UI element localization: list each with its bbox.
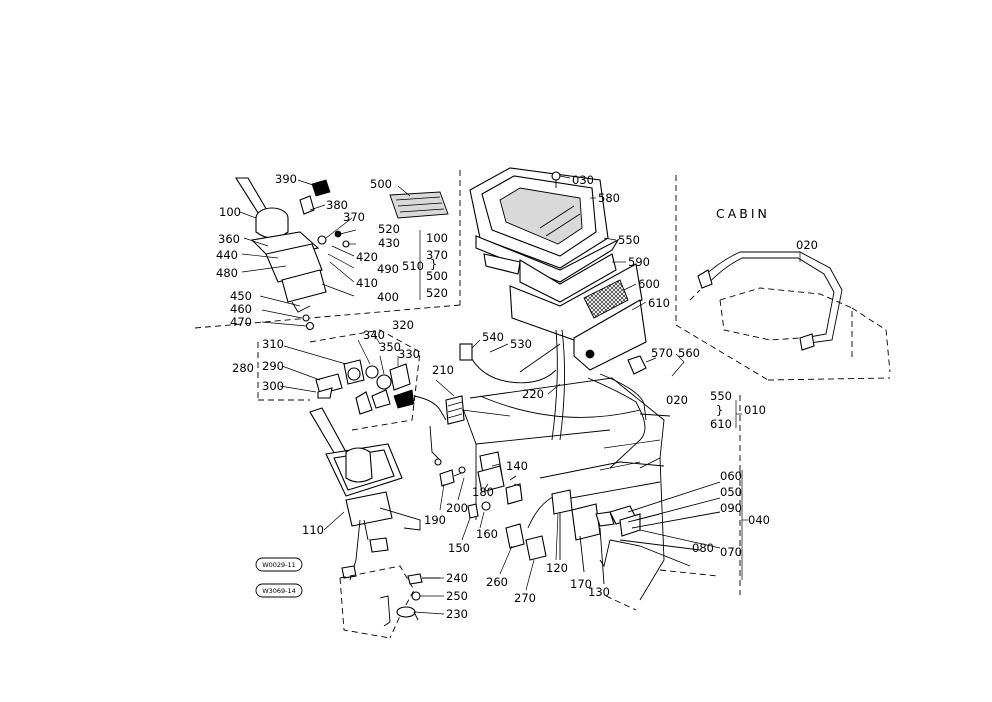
callout-430: 430 <box>378 236 400 250</box>
stamp-label-2: W3069-14 <box>262 587 296 595</box>
callout-310: 310 <box>262 337 284 351</box>
group-010-item-2: 610 <box>710 417 732 431</box>
callout-280: 280 <box>232 361 254 375</box>
callout-080: 080 <box>692 541 714 555</box>
leader-lines-lower-center <box>439 463 559 591</box>
callout-250: 250 <box>446 589 468 603</box>
shift-lever-assembly <box>309 407 421 639</box>
callout-490: 490 <box>377 262 399 276</box>
group-510-label: 510 <box>402 259 424 273</box>
callout-330: 330 <box>398 347 420 361</box>
group-010-item-1: 550 <box>710 389 732 403</box>
callout-340: 340 <box>363 328 385 342</box>
callout-070: 070 <box>720 545 742 559</box>
group-510-item-4: 520 <box>426 286 448 300</box>
callout-150: 150 <box>448 541 470 555</box>
wire-harness <box>459 329 685 469</box>
connector-parts-center <box>439 451 615 585</box>
callout-370: 370 <box>343 210 365 224</box>
relay-component <box>445 395 511 425</box>
callout-550: 550 <box>618 233 640 247</box>
callout-410: 410 <box>356 276 378 290</box>
callout-020-cabin: 020 <box>796 238 818 252</box>
callout-600: 600 <box>638 277 660 291</box>
callout-020-frame: 020 <box>666 393 688 407</box>
section-divider-lines <box>194 170 891 595</box>
callout-030: 030 <box>572 173 594 187</box>
callout-440: 440 <box>216 248 238 262</box>
combination-switch-assembly <box>235 177 350 331</box>
callout-400: 400 <box>377 290 399 304</box>
callout-270: 270 <box>514 591 536 605</box>
callout-060: 060 <box>720 469 742 483</box>
leader-line-220 <box>547 383 561 395</box>
callout-120: 120 <box>546 561 568 575</box>
group-010-sep: } <box>716 403 723 417</box>
callout-360: 360 <box>218 232 240 246</box>
group-510-item-3: 500 <box>426 269 448 283</box>
stamp-label-1: W0029-11 <box>262 561 296 569</box>
group-510-sep: } <box>430 257 437 271</box>
group-010-label: 010 <box>744 403 766 417</box>
cabin-section-title: CABIN <box>716 206 770 221</box>
callout-140: 140 <box>506 459 528 473</box>
callout-260: 260 <box>486 575 508 589</box>
leader-lines-upper-left <box>239 179 357 327</box>
callout-420: 420 <box>356 250 378 264</box>
callout-090: 090 <box>720 501 742 515</box>
callout-240: 240 <box>446 571 468 585</box>
callout-460: 460 <box>230 302 252 316</box>
leader-lines-lower-right <box>413 470 748 615</box>
callout-480: 480 <box>216 266 238 280</box>
group-510-item-1: 100 <box>426 231 448 245</box>
callout-320: 320 <box>392 318 414 332</box>
bracket-assembly-right <box>599 481 721 577</box>
leader-lines-left-middle <box>279 333 455 397</box>
callout-570: 570 <box>651 346 673 360</box>
callout-540: 540 <box>482 330 504 344</box>
callout-230: 230 <box>446 607 468 621</box>
callout-220: 220 <box>522 387 544 401</box>
callout-590: 590 <box>628 255 650 269</box>
callout-580: 580 <box>598 191 620 205</box>
callout-380: 380 <box>326 198 348 212</box>
callout-470: 470 <box>230 315 252 329</box>
callout-520: 520 <box>378 222 400 236</box>
group-510-item-2: 370 <box>426 248 448 262</box>
bolt-washer-group <box>396 573 440 621</box>
callout-110: 110 <box>302 523 324 537</box>
callout-530: 530 <box>510 337 532 351</box>
stamp-w3069: W3069-14 <box>255 583 303 598</box>
cabin-frame <box>689 251 891 373</box>
callout-170: 170 <box>570 577 592 591</box>
callout-450: 450 <box>230 289 252 303</box>
callout-610: 610 <box>648 296 670 310</box>
callout-160: 160 <box>476 527 498 541</box>
callout-200: 200 <box>446 501 468 515</box>
callout-130: 130 <box>588 585 610 599</box>
stamp-w0029: W0029-11 <box>255 557 303 572</box>
callout-350: 350 <box>379 340 401 354</box>
callout-180: 180 <box>472 485 494 499</box>
callout-labels: 390 100 380 370 360 440 480 520 430 420 … <box>216 172 818 621</box>
callout-100: 100 <box>219 205 241 219</box>
callout-500: 500 <box>370 177 392 191</box>
callout-210: 210 <box>432 363 454 377</box>
decal-sticker <box>389 185 449 219</box>
instrument-panel-assembly <box>469 167 647 371</box>
callout-290: 290 <box>262 359 284 373</box>
stamp-group: W0029-11 W3069-14 <box>255 557 303 598</box>
callout-300: 300 <box>262 379 284 393</box>
dashboard-frame <box>461 377 671 611</box>
callout-560: 560 <box>678 346 700 360</box>
callout-390: 390 <box>275 172 297 186</box>
callout-190: 190 <box>424 513 446 527</box>
callout-050: 050 <box>720 485 742 499</box>
callout-040: 040 <box>748 513 770 527</box>
switch-cluster-left <box>309 329 447 466</box>
